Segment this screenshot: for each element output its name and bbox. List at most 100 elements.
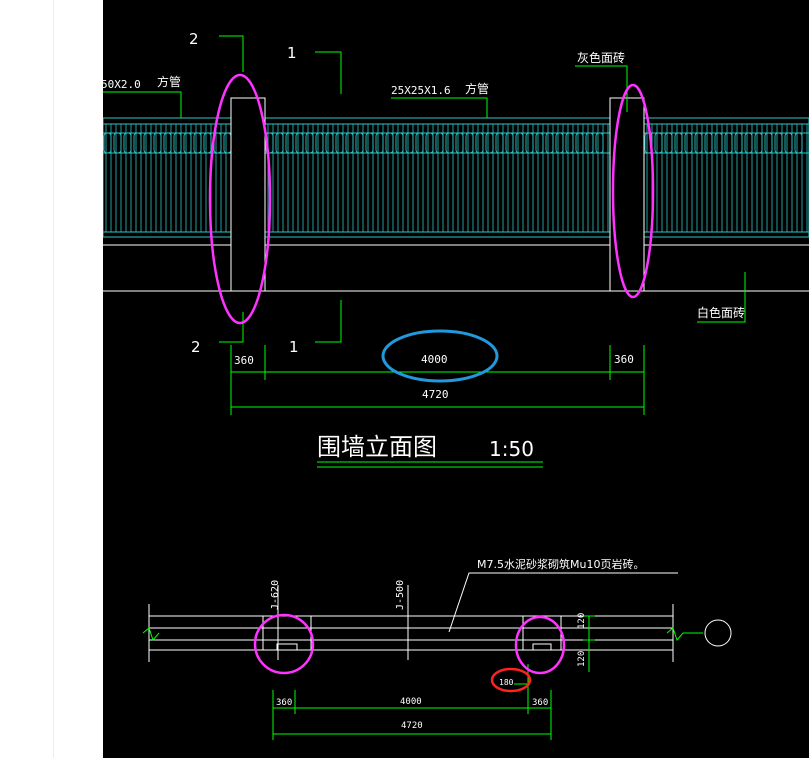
cut-mark-1-top	[315, 51, 342, 94]
ornament-loop	[595, 132, 604, 154]
ornament-loop	[173, 132, 182, 154]
highlight-plan-pier-right	[514, 615, 566, 675]
ornament-loop	[153, 132, 162, 154]
section-mark-1-top: 1	[287, 44, 297, 62]
plan-dim-pier-right: 360	[532, 698, 548, 708]
highlight-pier-left	[208, 73, 272, 325]
leader-tube-large	[103, 91, 182, 118]
tube-large-name: 方管	[157, 74, 181, 89]
cad-drawing: 2 2 1 1 50X2.0 方管 25X25X1.6 方管 灰色面砖 白色面砖…	[103, 30, 809, 740]
ornament-loop	[565, 132, 574, 154]
plan-dimensions	[272, 664, 552, 740]
ornament-loop	[335, 132, 344, 154]
ornament-loop	[285, 132, 294, 154]
ornament-loop	[694, 132, 703, 154]
ornament-loop	[485, 132, 494, 154]
highlight-marker-180	[490, 667, 532, 693]
ornament-loop	[724, 132, 733, 154]
plan-dim-bay: 4000	[400, 697, 422, 707]
ornament-loop	[754, 132, 763, 154]
margin-rule	[53, 0, 54, 758]
section-mark-2-top: 2	[189, 30, 199, 48]
ornament-loop	[375, 132, 384, 154]
side-dim-upper: 120	[577, 613, 587, 629]
rail-frame-left	[103, 117, 232, 238]
grid-bubble	[704, 619, 732, 647]
ornament-loop	[305, 132, 314, 154]
ornament-loop	[535, 132, 544, 154]
dim-pier-right: 360	[614, 353, 634, 366]
ornament-loop	[275, 132, 284, 154]
leader-note	[448, 572, 678, 633]
ornament-loop	[203, 132, 212, 154]
ornament-loop	[764, 132, 773, 154]
break-line-left	[142, 627, 160, 641]
drawing-title: 围墙立面图	[317, 433, 437, 461]
ornament-loop	[585, 132, 594, 154]
ornament-loop	[395, 132, 404, 154]
ornament-loop	[794, 132, 803, 154]
plan-pier-left	[262, 616, 312, 651]
plan-dim-pier-left: 360	[276, 698, 292, 708]
tube-large-size: 50X2.0	[103, 78, 141, 91]
ornament-loop	[475, 132, 484, 154]
plan-dim-total: 4720	[401, 721, 423, 731]
ornament-loop	[774, 132, 783, 154]
fence-plan: J-620 J-500 M7.5水泥砂浆砌筑Mu10页岩砖。 120 120 3…	[142, 557, 732, 740]
ornament-loop	[734, 132, 743, 154]
leader-grey-tile	[575, 65, 628, 112]
ornament-loop	[575, 132, 584, 154]
ornament-loop	[515, 132, 524, 154]
rail-ornament-band	[103, 132, 809, 154]
masonry-note: M7.5水泥砂浆砌筑Mu10页岩砖。	[477, 557, 644, 571]
ornament-loop	[365, 132, 374, 154]
ornament-loop	[555, 132, 564, 154]
ornament-loop	[684, 132, 693, 154]
dim-total: 4720	[422, 388, 449, 401]
ornament-loop	[315, 132, 324, 154]
white-tile-label: 白色面砖	[697, 305, 745, 320]
ornament-loop	[193, 132, 202, 154]
ornament-loop	[465, 132, 474, 154]
ornament-loop	[415, 132, 424, 154]
ornament-loop	[345, 132, 354, 154]
break-line-right	[666, 627, 703, 641]
ornament-loop	[163, 132, 172, 154]
ornament-loop	[425, 132, 434, 154]
tube-small-name: 方管	[465, 81, 489, 96]
ornament-loop	[545, 132, 554, 154]
pier-right	[609, 97, 645, 292]
ornament-loop	[325, 132, 334, 154]
ornament-loop	[143, 132, 152, 154]
left-margin	[0, 0, 103, 758]
ornament-loop	[674, 132, 683, 154]
ornament-loop	[664, 132, 673, 154]
ornament-loop	[385, 132, 394, 154]
grey-tile-label: 灰色面砖	[577, 50, 625, 65]
ornament-loop	[123, 132, 132, 154]
marker-dim-180: 180	[499, 678, 514, 687]
ornament-loop	[435, 132, 444, 154]
section-mark-1-bottom: 1	[289, 338, 299, 356]
rail-frame-right	[643, 117, 809, 238]
cut-mark-1-bottom	[315, 300, 342, 343]
cad-drawing-canvas[interactable]: 2 2 1 1 50X2.0 方管 25X25X1.6 方管 灰色面砖 白色面砖…	[103, 0, 809, 758]
leader-tube-small	[391, 97, 488, 118]
ornament-loop	[714, 132, 723, 154]
plan-pier-right	[522, 616, 562, 651]
fence-elevation: 2 2 1 1 50X2.0 方管 25X25X1.6 方管 灰色面砖 白色面砖…	[103, 30, 809, 468]
cut-mark-2-top	[219, 35, 244, 72]
highlight-bay-dimension	[381, 329, 499, 383]
section-label-j500: J-500	[395, 580, 406, 610]
highlight-plan-pier-left	[253, 613, 315, 675]
drawing-scale: 1:50	[489, 437, 534, 461]
ornament-loop	[223, 132, 232, 154]
leader-white-tile	[697, 272, 746, 323]
ornament-loop	[183, 132, 192, 154]
pier-left	[230, 97, 266, 292]
section-mark-2-bottom: 2	[191, 338, 201, 356]
ornament-loop	[355, 132, 364, 154]
ornament-loop	[525, 132, 534, 154]
ornament-loop	[495, 132, 504, 154]
ornament-loop	[113, 132, 122, 154]
